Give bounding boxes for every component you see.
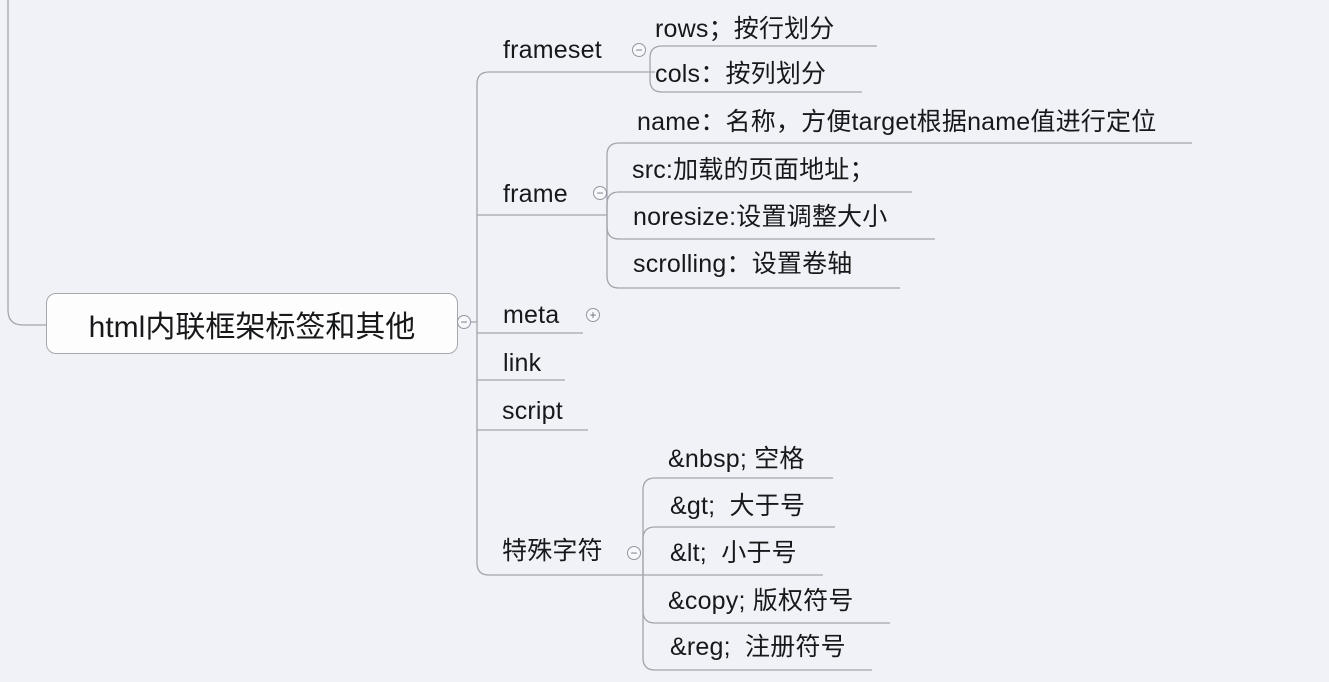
subtopic-cols[interactable]: cols：按列划分 (655, 60, 827, 88)
subtopic-noresize[interactable]: noresize:设置调整大小 (633, 203, 888, 231)
subtopic-copy[interactable]: &copy; 版权符号 (668, 587, 854, 615)
subtopic-lt[interactable]: &lt; 小于号 (670, 539, 797, 567)
frame-collapse-icon[interactable]: − (593, 186, 607, 200)
subtopic-src[interactable]: src:加载的页面地址； (632, 156, 875, 184)
frameset-collapse-icon[interactable]: − (632, 43, 646, 57)
subtopic-gt[interactable]: &gt; 大于号 (670, 492, 806, 520)
subtopic-rows[interactable]: rows；按行划分 (655, 15, 835, 43)
subtopic-scrolling[interactable]: scrolling：设置卷轴 (633, 250, 853, 278)
topic-frameset[interactable]: frameset (503, 36, 602, 64)
root-collapse-icon[interactable]: − (457, 315, 471, 329)
subtopic-reg[interactable]: &reg; 注册符号 (670, 633, 846, 661)
topic-script[interactable]: script (502, 397, 563, 425)
special-chars-collapse-icon[interactable]: − (627, 546, 641, 560)
topic-frame[interactable]: frame (503, 180, 568, 208)
topic-meta[interactable]: meta (503, 301, 560, 329)
topic-root[interactable]: html内联框架标签和其他 (46, 293, 458, 354)
topic-link[interactable]: link (503, 349, 542, 377)
meta-expand-icon[interactable]: + (586, 308, 600, 322)
subtopic-nbsp[interactable]: &nbsp; 空格 (668, 445, 805, 473)
subtopic-name[interactable]: name：名称，方便target根据name值进行定位 (637, 108, 1157, 136)
topic-special-chars[interactable]: 特殊字符 (502, 537, 603, 565)
